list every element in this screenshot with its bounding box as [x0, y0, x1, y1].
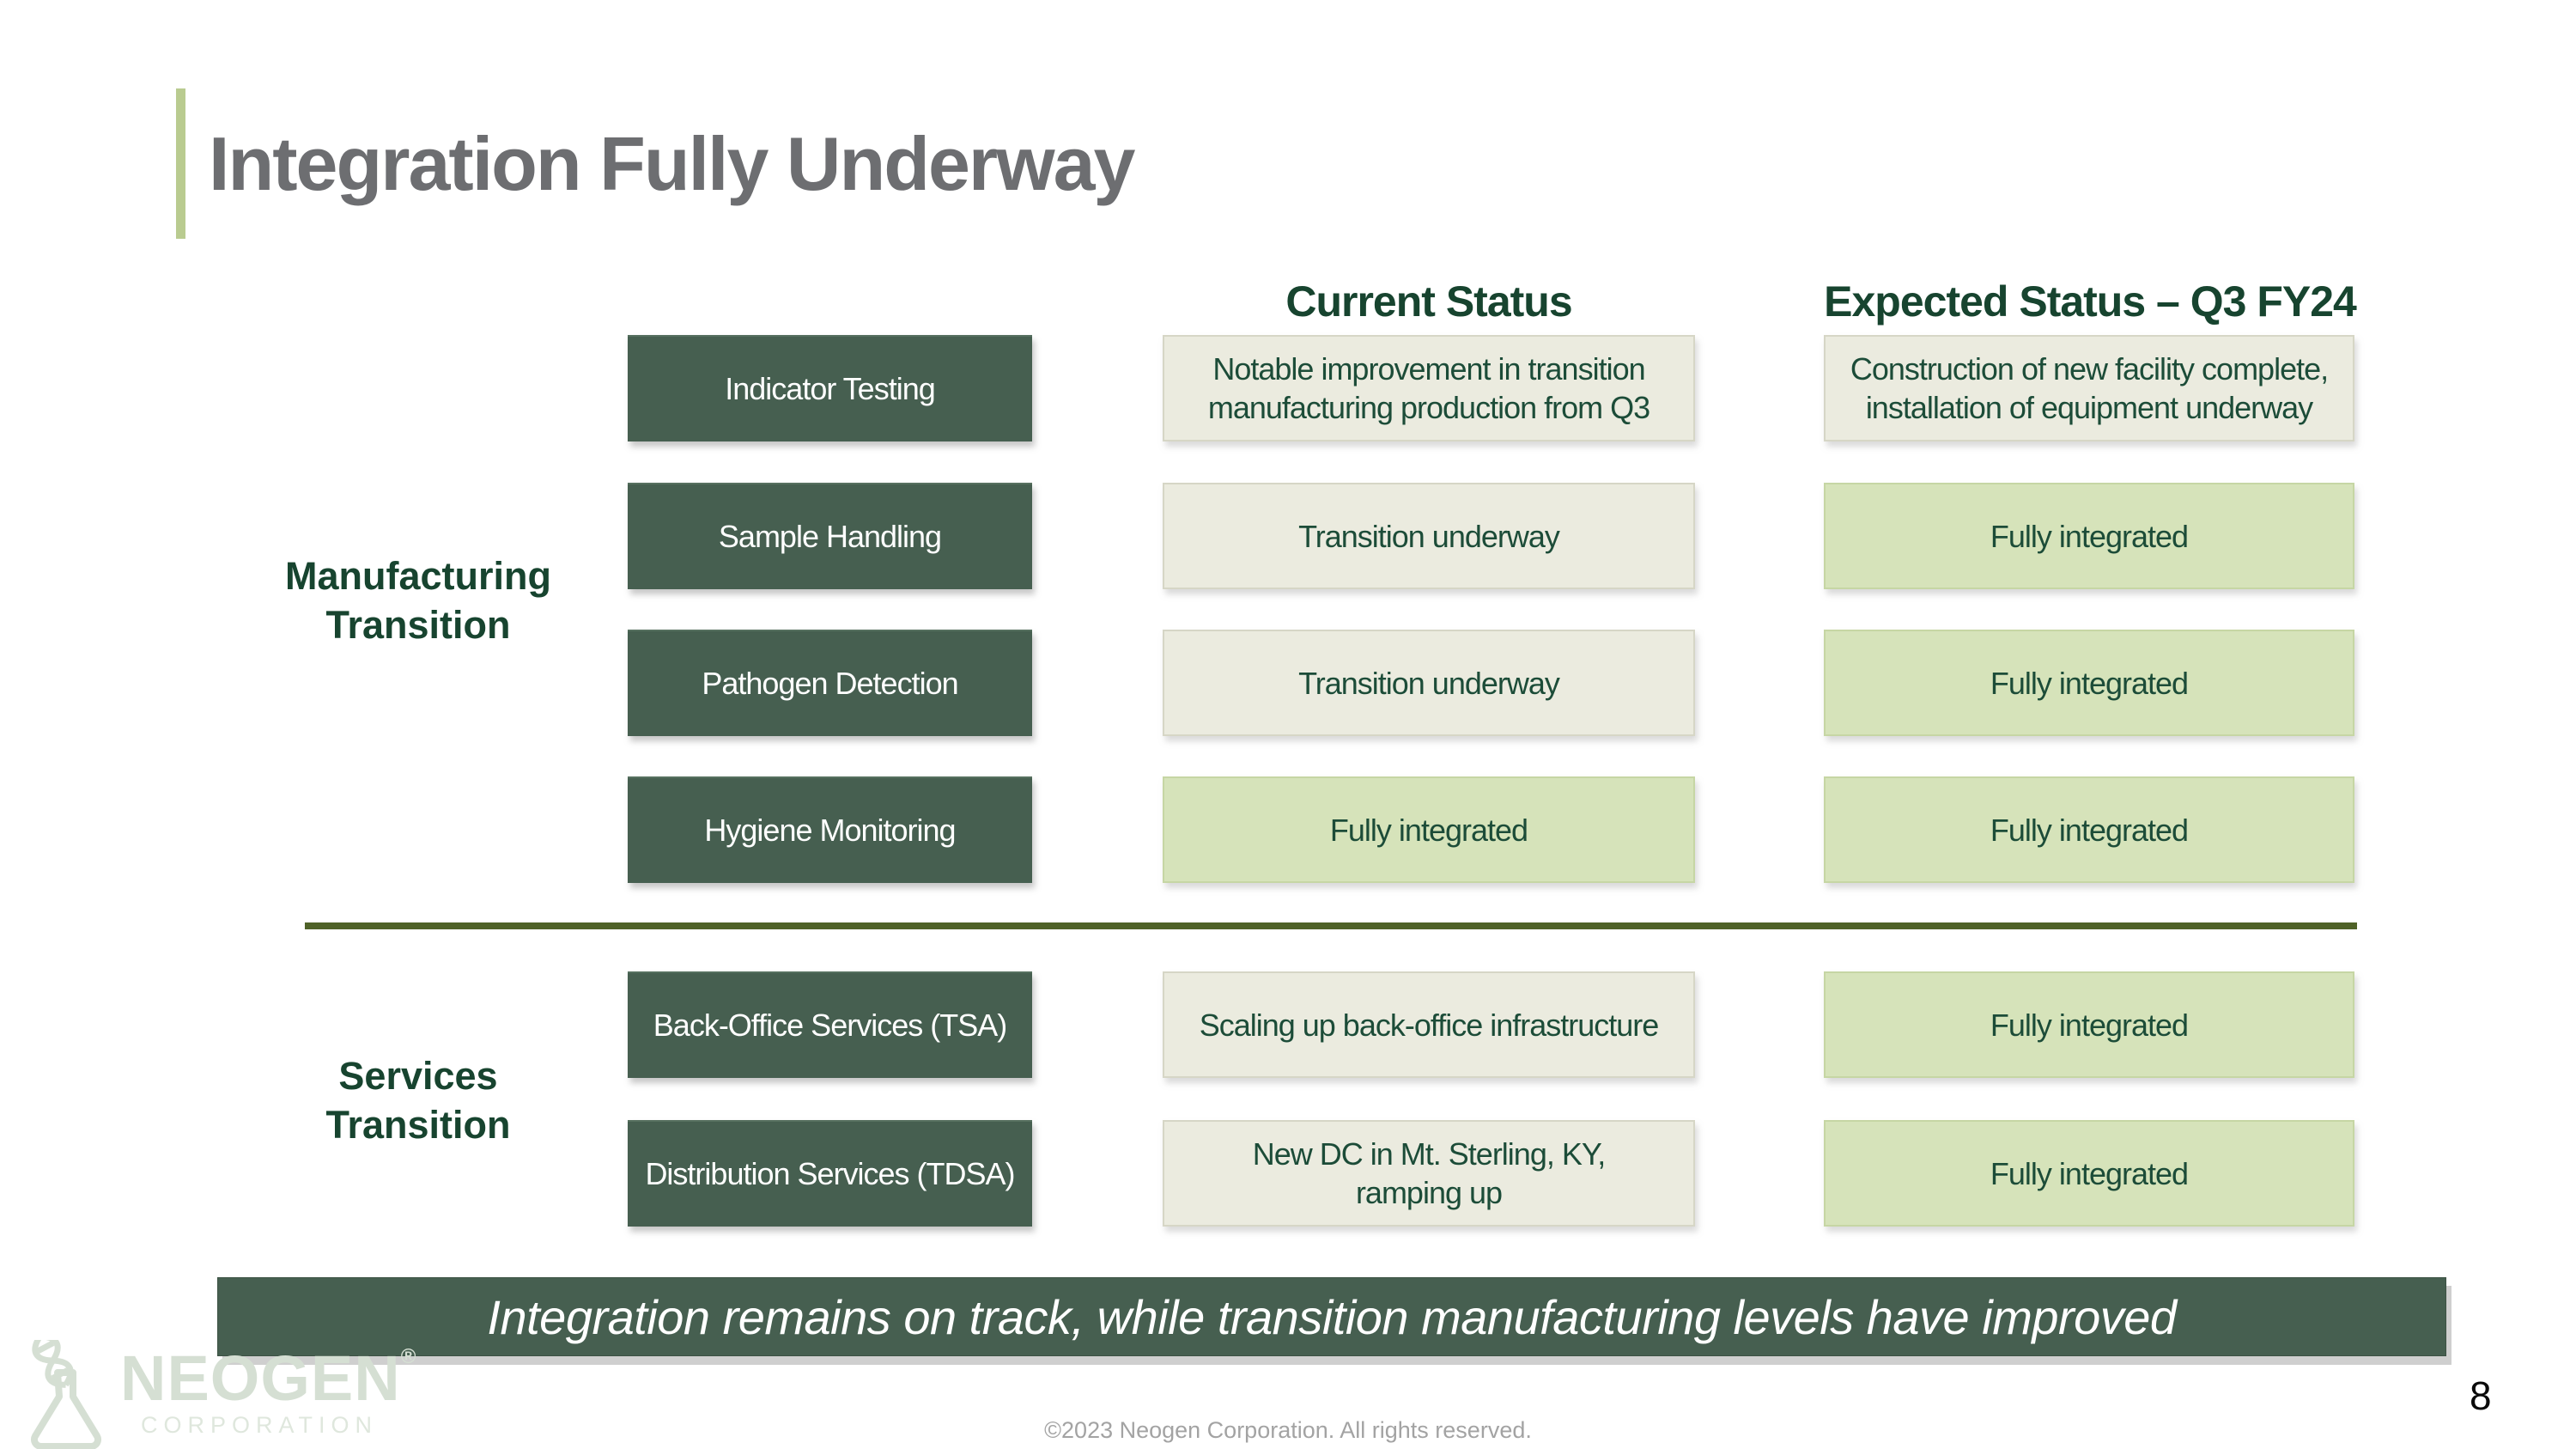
- current-status-pathogen-detection: Transition underway: [1163, 630, 1695, 736]
- summary-banner: Integration remains on track, while tran…: [217, 1277, 2446, 1356]
- expected-status-pathogen-detection: Fully integrated: [1824, 630, 2354, 736]
- current-status-back-office-services: Scaling up back-office infrastructure: [1163, 971, 1695, 1078]
- copyright-footer: ©2023 Neogen Corporation. All rights res…: [1044, 1417, 1532, 1443]
- page-number: 8: [2470, 1373, 2492, 1418]
- item-box-sample-handling: Sample Handling: [628, 483, 1032, 589]
- expected-status-indicator-testing: Construction of new facility complete, i…: [1824, 335, 2354, 441]
- group-label-services-transition: Services Transition: [325, 1054, 511, 1148]
- expected-status-back-office-services: Fully integrated: [1824, 971, 2354, 1078]
- item-box-indicator-testing: Indicator Testing: [628, 335, 1032, 441]
- page-title: Integration Fully Underway: [209, 121, 1135, 206]
- current-status-indicator-testing: Notable improvement in transition manufa…: [1163, 335, 1695, 441]
- current-status-sample-handling: Transition underway: [1163, 483, 1695, 589]
- item-box-hygiene-monitoring: Hygiene Monitoring: [628, 776, 1032, 883]
- section-divider-line: [305, 922, 2357, 929]
- group-label-manufacturing-transition: Manufacturing Transition: [285, 554, 551, 648]
- item-box-distribution-services: Distribution Services (TDSA): [628, 1120, 1032, 1227]
- column-header-current-status: Current Status: [1285, 277, 1572, 326]
- expected-status-sample-handling: Fully integrated: [1824, 483, 2354, 589]
- flask-dna-icon: [30, 1340, 102, 1449]
- current-status-hygiene-monitoring: Fully integrated: [1163, 776, 1695, 883]
- column-header-expected-status: Expected Status – Q3 FY24: [1824, 277, 2357, 326]
- expected-status-distribution-services: Fully integrated: [1824, 1120, 2354, 1227]
- registered-mark: ®: [400, 1345, 417, 1368]
- current-status-distribution-services: New DC in Mt. Sterling, KY, ramping up: [1163, 1120, 1695, 1227]
- item-box-pathogen-detection: Pathogen Detection: [628, 630, 1032, 736]
- logo-subtitle: CORPORATION: [140, 1412, 378, 1438]
- logo-wordmark: NEOGEN®: [120, 1342, 417, 1414]
- title-accent-bar: [176, 88, 185, 239]
- expected-status-hygiene-monitoring: Fully integrated: [1824, 776, 2354, 883]
- item-box-back-office-services: Back-Office Services (TSA): [628, 971, 1032, 1078]
- neogen-logo: NEOGEN® CORPORATION: [19, 1340, 416, 1449]
